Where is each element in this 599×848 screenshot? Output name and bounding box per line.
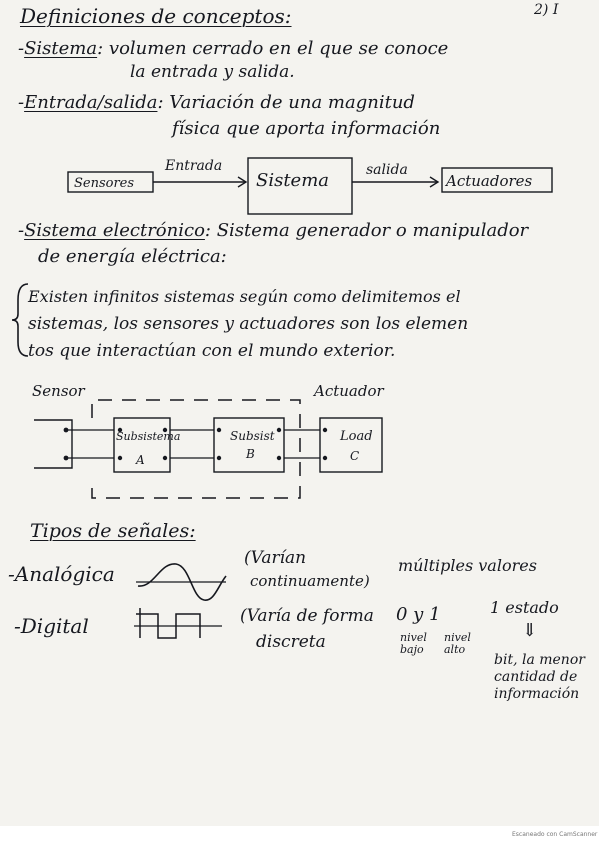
digital-wave xyxy=(136,608,201,639)
subsystem-b-label: Subsist xyxy=(230,429,275,443)
bit-line2: cantidad de xyxy=(494,669,578,685)
salida-label: salida xyxy=(366,162,408,178)
analog-desc-line1: (Varían xyxy=(244,548,307,568)
value-one: 1 xyxy=(429,604,441,625)
note-line2: sistemas, los sensores y actuadores son … xyxy=(28,314,469,334)
digital-values: 0 y 1 xyxy=(396,604,441,625)
block-diagram: Sensor Actuador Subsistema A Subsist B L… xyxy=(32,382,384,499)
nivel-bajo: nivel bajo xyxy=(400,632,427,656)
digital-label: Digital xyxy=(20,614,89,638)
note-brace xyxy=(11,283,29,357)
nivel-alto-line2: alto xyxy=(444,643,466,656)
term-sistema: Sistema xyxy=(24,38,98,59)
analog-wave xyxy=(137,563,227,601)
subsystem-b-letter: B xyxy=(245,447,255,461)
dash: - xyxy=(18,92,25,113)
bit-line1: bit, la menor xyxy=(494,652,585,668)
estado-label: 1 estado xyxy=(490,598,559,617)
sensor-box xyxy=(34,419,73,469)
scanner-watermark: Escaneado con CamScanner xyxy=(512,831,598,838)
terminal-dots xyxy=(63,427,328,461)
tipos-title: Tipos de señales: xyxy=(30,520,196,542)
entrada-arrowhead xyxy=(237,176,248,188)
connection-wires xyxy=(66,429,320,459)
analog-desc-line2: continuamente) xyxy=(250,572,370,590)
value-zero: 0 xyxy=(396,604,408,625)
analog-signal-graph xyxy=(136,563,227,601)
down-arrow-icon: ⇓ xyxy=(522,620,538,641)
def-electronico-line2: de energía eléctrica: xyxy=(38,246,227,267)
system-boundary xyxy=(91,399,301,499)
sistema-box xyxy=(247,157,353,215)
salida-arrowhead xyxy=(429,176,440,188)
dash: - xyxy=(8,562,15,586)
load-c-box xyxy=(319,417,383,473)
nivel-alto: nivel alto xyxy=(444,632,471,656)
subsystem-a-letter: A xyxy=(135,453,145,467)
analogica-item: -Analógica xyxy=(8,562,115,586)
nivel-bajo-line2: bajo xyxy=(400,643,424,656)
bit-line3: información xyxy=(494,686,580,702)
actuadores-label: Actuadores xyxy=(444,172,533,190)
subsystem-b-box xyxy=(213,417,285,473)
def-electronico-line1: : Sistema generador o manipulador xyxy=(204,220,529,241)
digital-signal-graph xyxy=(134,608,222,639)
multiples-valores: múltiples valores xyxy=(398,556,537,575)
sistema-label: Sistema xyxy=(256,170,329,191)
page-title: Definiciones de conceptos: xyxy=(20,4,292,28)
corner-mark: 2) I xyxy=(534,2,559,18)
bit-definition: bit, la menor cantidad de información xyxy=(494,652,585,703)
note-line1: Existen infinitos sistemas según como de… xyxy=(28,287,461,306)
digital-desc-line2: discreta xyxy=(256,632,326,652)
term-sistema-electronico: Sistema electrónico xyxy=(24,220,205,241)
value-separator: y xyxy=(407,604,430,625)
definition-sistema: -Sistema: volumen cerrado en el que se c… xyxy=(18,38,448,59)
load-c-label: Load xyxy=(339,429,373,444)
subsystem-a-label: Subsistema xyxy=(116,430,180,443)
dash: - xyxy=(18,220,25,241)
term-entrada-salida: Entrada/salida xyxy=(24,92,158,113)
nivel-bajo-line1: nivel xyxy=(400,631,427,644)
def-es-line2: física que aporta información xyxy=(172,118,441,139)
note-line3: tos que interactúan con el mundo exterio… xyxy=(28,341,396,361)
analogica-label: Analógica xyxy=(14,562,115,586)
dash: - xyxy=(18,38,25,59)
dash: - xyxy=(14,614,21,638)
entrada-label: Entrada xyxy=(164,158,222,174)
sensor-label: Sensor xyxy=(32,382,86,400)
def-sistema-line1: : volumen cerrado en el que se conoce xyxy=(97,38,449,59)
actuador-label: Actuador xyxy=(312,382,384,400)
digital-item: -Digital xyxy=(14,614,89,638)
load-c-letter: C xyxy=(350,449,359,463)
notebook-page: Definiciones de conceptos: 2) I -Sistema… xyxy=(0,0,599,826)
subsystem-a-box xyxy=(113,417,171,473)
flow-diagram: Sensores Entrada Sistema salida Actuador… xyxy=(67,157,553,215)
digital-desc-line1: (Varía de forma xyxy=(240,606,374,626)
def-es-line1: : Variación de una magnitud xyxy=(157,92,415,113)
nivel-alto-line1: nivel xyxy=(444,631,471,644)
definition-entrada-salida: -Entrada/salida: Variación de una magnit… xyxy=(18,92,415,113)
def-sistema-line2: la entrada y salida. xyxy=(130,62,295,82)
sensores-label: Sensores xyxy=(74,176,134,191)
actuadores-box xyxy=(441,167,553,193)
definition-sistema-electronico: -Sistema electrónico: Sistema generador … xyxy=(18,220,528,241)
